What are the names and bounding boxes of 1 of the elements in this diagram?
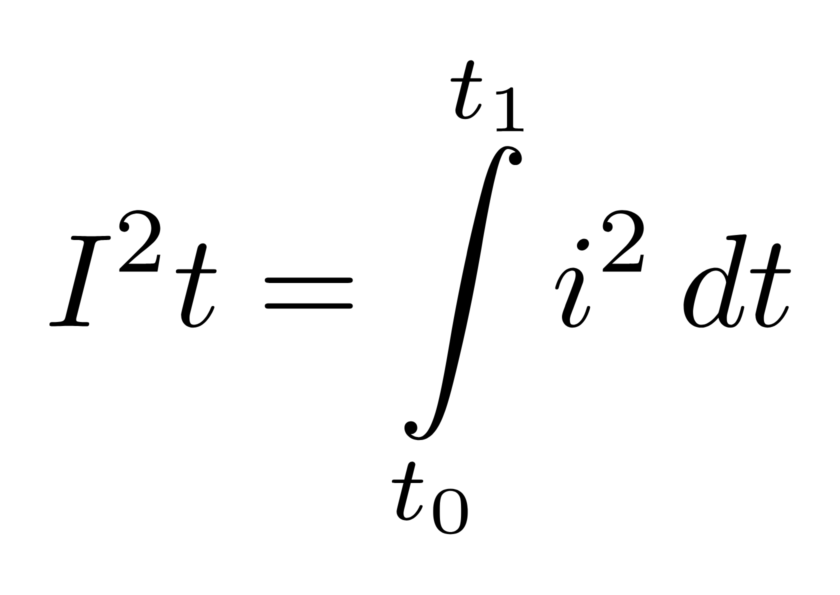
formula: $I^{2}t=\int\limits_{t_0}^{t_1} i^{2}\,dt$ bbox=[49, 60, 791, 534]
